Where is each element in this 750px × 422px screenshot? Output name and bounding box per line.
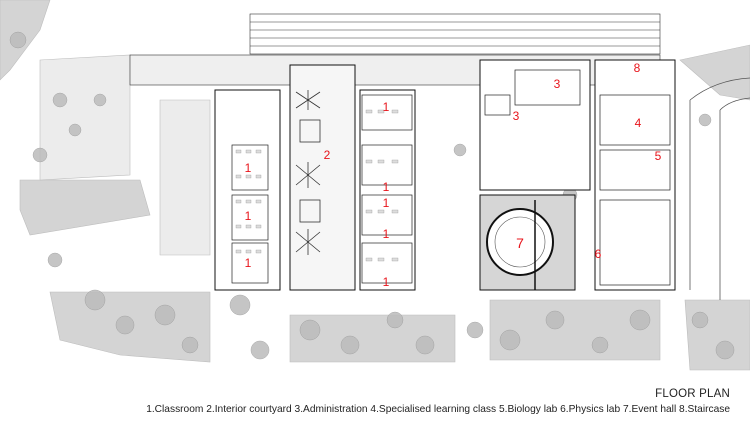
room-label-classroom-1a: 1: [244, 161, 252, 175]
room-label-classroom-1g: 1: [382, 227, 390, 241]
room-label-classroom-1h: 1: [382, 275, 390, 289]
courtyard-canopies: [295, 90, 321, 255]
room-label-classroom-1d: 1: [382, 100, 390, 114]
room-label-staircase-8: 8: [633, 61, 641, 75]
room-label-classroom-1e: 1: [382, 180, 390, 194]
room-label-classroom-1b: 1: [244, 209, 252, 223]
room-label-event-hall-7: 7: [516, 235, 524, 251]
event-hall: [479, 194, 576, 291]
room-label-admin-3b: 3: [512, 109, 520, 123]
road: [689, 77, 750, 300]
room-label-learning-4: 4: [634, 116, 642, 130]
classroom-grid: [231, 94, 413, 284]
room-label-physics-6: 6: [594, 247, 602, 261]
plan-title: FLOOR PLAN: [655, 388, 730, 400]
plan-legend: 1.Classroom 2.Interior courtyard 3.Admin…: [146, 404, 730, 415]
room-label-classroom-1f: 1: [382, 196, 390, 210]
room-label-admin-3a: 3: [553, 77, 561, 91]
room-label-biology-5: 5: [654, 149, 662, 163]
desks: [235, 109, 399, 262]
right-wing-rooms: [484, 69, 671, 286]
room-label-classroom-1c: 1: [244, 256, 252, 270]
room-label-courtyard-2: 2: [323, 148, 331, 162]
building-walls: [214, 59, 676, 291]
landscape: [0, 0, 750, 371]
